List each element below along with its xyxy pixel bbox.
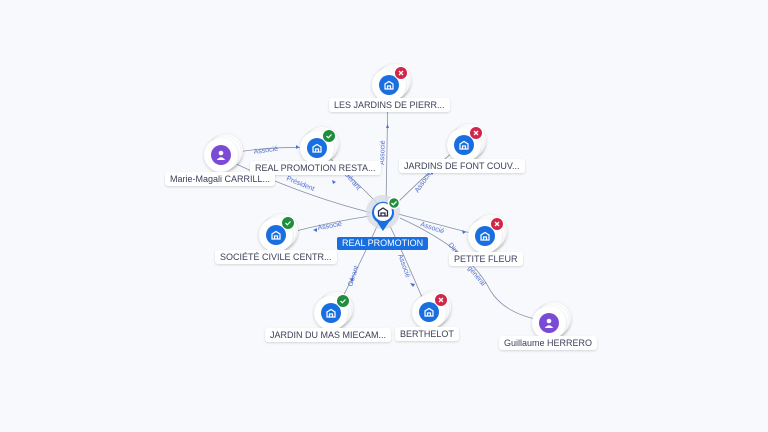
inactive-status-icon (434, 293, 448, 307)
inactive-status-icon (469, 126, 483, 140)
node-les-jardins-de-pierr[interactable] (372, 64, 412, 104)
edge-label-n6: Associé (419, 221, 445, 235)
edge-label-n5: Associé (317, 221, 342, 232)
inactive-status-icon (490, 217, 504, 231)
node-label[interactable]: PETITE FLEUR (449, 252, 523, 266)
edge-n9 (399, 217, 547, 322)
node-label[interactable]: JARDINS DE FONT COUV... (399, 159, 525, 173)
node-jardins-de-font-couv[interactable] (447, 124, 487, 164)
person-icon (211, 145, 231, 165)
building-icon (475, 226, 495, 246)
node-real-promotion-resta[interactable] (300, 127, 340, 167)
building-icon (266, 225, 286, 245)
center-node[interactable] (366, 195, 402, 235)
node-label[interactable]: Guillaume HERRERO (499, 336, 598, 350)
node-societe-civile-centr[interactable] (259, 214, 299, 254)
node-label[interactable]: SOCIÉTÉ CIVILE CENTR... (215, 250, 337, 264)
node-jardin-du-mas-miecam[interactable] (314, 292, 354, 332)
center-node-label[interactable]: REAL PROMOTION (337, 237, 429, 250)
building-icon (454, 135, 474, 155)
node-label[interactable]: LES JARDINS DE PIERR... (329, 98, 450, 112)
edge-n4-center (227, 159, 373, 214)
building-icon (419, 302, 439, 322)
inactive-status-icon (394, 66, 408, 80)
active-status-icon (336, 294, 350, 308)
active-status-icon (281, 216, 295, 230)
node-guillaume-herrero[interactable] (532, 302, 572, 342)
edge-label-n3: Associé (414, 170, 434, 194)
edge-label-n4-center: Président (285, 175, 315, 193)
node-label[interactable]: JARDIN DU MAS MIECAM... (265, 328, 392, 342)
node-marie-magali-carrill[interactable] (204, 134, 244, 174)
node-berthelot[interactable] (412, 291, 452, 331)
edge-label-n7: Gérant (347, 265, 360, 288)
edge-label-n4-n2: Associé (253, 146, 278, 156)
node-petite-fleur[interactable] (468, 215, 508, 255)
building-icon (321, 303, 341, 323)
node-label[interactable]: BERTHELOT (395, 327, 459, 341)
node-label[interactable]: Marie-Magali CARRILL... (165, 172, 276, 186)
active-status-icon (322, 129, 336, 143)
building-icon (307, 138, 327, 158)
edge-label-n1: Associé (379, 140, 387, 165)
node-label[interactable]: REAL PROMOTION RESTA... (250, 161, 381, 175)
person-icon (539, 313, 559, 333)
building-icon (379, 75, 399, 95)
